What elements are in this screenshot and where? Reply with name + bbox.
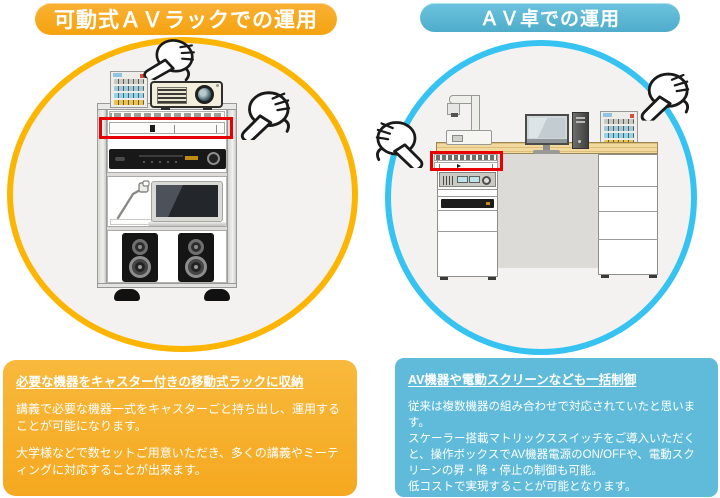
connector-icon (150, 125, 155, 132)
button-row (114, 79, 144, 84)
pc-drive-slot (576, 121, 585, 123)
dvd-player (441, 199, 494, 208)
speaker-right (178, 233, 214, 282)
amp-knob (482, 176, 491, 185)
cabinet-foot (601, 275, 609, 278)
cabinet-foot (440, 277, 448, 280)
left-header-label: 可動式ＡＶラックでの運用 (54, 9, 318, 32)
dvd-power-button (115, 157, 125, 161)
laptop-base (148, 222, 226, 226)
drawer-line (437, 189, 498, 190)
button-row (114, 100, 144, 105)
document-camera-post (471, 95, 480, 131)
right-info-title: AV機器や電動スクリーンなども一括制御 (408, 373, 637, 387)
projector-foot (203, 107, 212, 110)
monitor-screen (529, 118, 565, 138)
dvd-knob (207, 152, 220, 165)
control-panel-display (113, 73, 122, 77)
drawer-line (437, 231, 498, 232)
button-row (114, 86, 144, 91)
dvd-player (109, 149, 226, 169)
dvd-display (185, 156, 198, 160)
tweeter (188, 239, 204, 255)
control-panel-display (603, 113, 612, 117)
desk-back-panel (498, 154, 598, 268)
control-panel (110, 71, 148, 108)
drawer-line (437, 210, 498, 211)
document-camera-head (447, 103, 460, 117)
switcher-unit (109, 122, 225, 134)
cabinet-foot (488, 277, 496, 280)
left-info-paragraph: 大学様などで数セットご用意いただき、多くの講義やミーティングに対応することが出来… (16, 446, 339, 478)
panel-divider (492, 164, 493, 168)
caster-wheel (204, 289, 230, 301)
projector-foot (161, 107, 170, 110)
projector (150, 81, 223, 110)
amplifier-unit (439, 172, 496, 187)
laptop-screen (151, 181, 223, 222)
drawer-line (598, 211, 658, 212)
red-highlight-switcher (99, 117, 233, 139)
button-row (604, 133, 634, 138)
button-row (604, 119, 634, 124)
pc-power-button (578, 140, 581, 143)
doccam-button (452, 135, 463, 142)
document-camera-arm (116, 180, 150, 220)
pointing-hand-glove-icon (634, 67, 691, 121)
shelf-board (110, 219, 152, 225)
drawer-line (598, 239, 658, 240)
panel-divider (439, 164, 440, 168)
camera-lens (451, 113, 458, 117)
right-info-paragraph: スケーラー搭載マトリックススイッチをご導入いただくと、操作ボックスでAV機器電源… (408, 433, 696, 478)
projector-led (216, 84, 219, 87)
right-info-paragraph: 従来は複数機器の組み合わせで対応されていたと思います。 (408, 401, 696, 430)
speaker-left (122, 233, 158, 282)
patch-panel (434, 154, 498, 161)
drawer-line (437, 196, 498, 197)
left-info-paragraph: 講義で必要な機器一式をキャスターごと持ち出し、運用することが可能になります。 (16, 402, 341, 434)
laptop-display (156, 185, 218, 217)
projector-vent (157, 87, 187, 104)
monitor-base (533, 150, 560, 154)
power-button (630, 114, 634, 118)
rack-bottom-bar (97, 283, 237, 288)
dvd-buttons (143, 161, 183, 163)
monitor-neck (543, 145, 550, 150)
amp-vents (443, 176, 454, 185)
monitor-bezel (527, 139, 567, 143)
right-header-label: ＡＶ卓での運用 (479, 9, 620, 30)
woofer (129, 256, 151, 278)
rack-shelf (107, 172, 227, 177)
woofer (185, 256, 207, 278)
right-info-box: AV機器や電動スクリーンなども一括制御 従来は複数機器の組み合わせで対応されてい… (395, 358, 718, 497)
left-info-title: 必要な機器をキャスター付きの移動式ラックに収納 (16, 375, 304, 389)
document-camera-base (446, 130, 492, 145)
cabinet-foot (649, 275, 657, 278)
left-header-pill: 可動式ＡＶラックでの運用 (35, 3, 337, 35)
left-info-box: 必要な機器をキャスター付きの移動式ラックに収納 講義で必要な機器一式をキャスター… (3, 360, 357, 496)
amp-display (469, 176, 480, 183)
dvd-tray (139, 155, 183, 157)
projector-lens (195, 85, 214, 104)
pointing-hand-glove-icon (374, 116, 430, 168)
amp-display (457, 176, 468, 183)
pc-tower (572, 112, 589, 149)
tweeter (132, 239, 148, 255)
pointing-hand-glove-icon (234, 86, 292, 140)
desk-right-cabinet (598, 154, 658, 275)
red-highlight-switcher (430, 151, 503, 171)
play-indicator (457, 164, 461, 168)
right-header-pill: ＡＶ卓での運用 (420, 3, 680, 32)
caster-wheel (114, 289, 140, 301)
rack-shelf (107, 226, 227, 231)
panel-divider (216, 125, 217, 133)
button-row (114, 93, 144, 98)
panel-divider (174, 125, 175, 133)
monitor (525, 114, 569, 145)
right-info-paragraph: 低コストで実現することが可能となります。 (408, 481, 637, 494)
drawer-line (598, 186, 658, 187)
power-button (140, 74, 144, 78)
pc-drive-slot (576, 117, 585, 119)
button-row (604, 126, 634, 131)
